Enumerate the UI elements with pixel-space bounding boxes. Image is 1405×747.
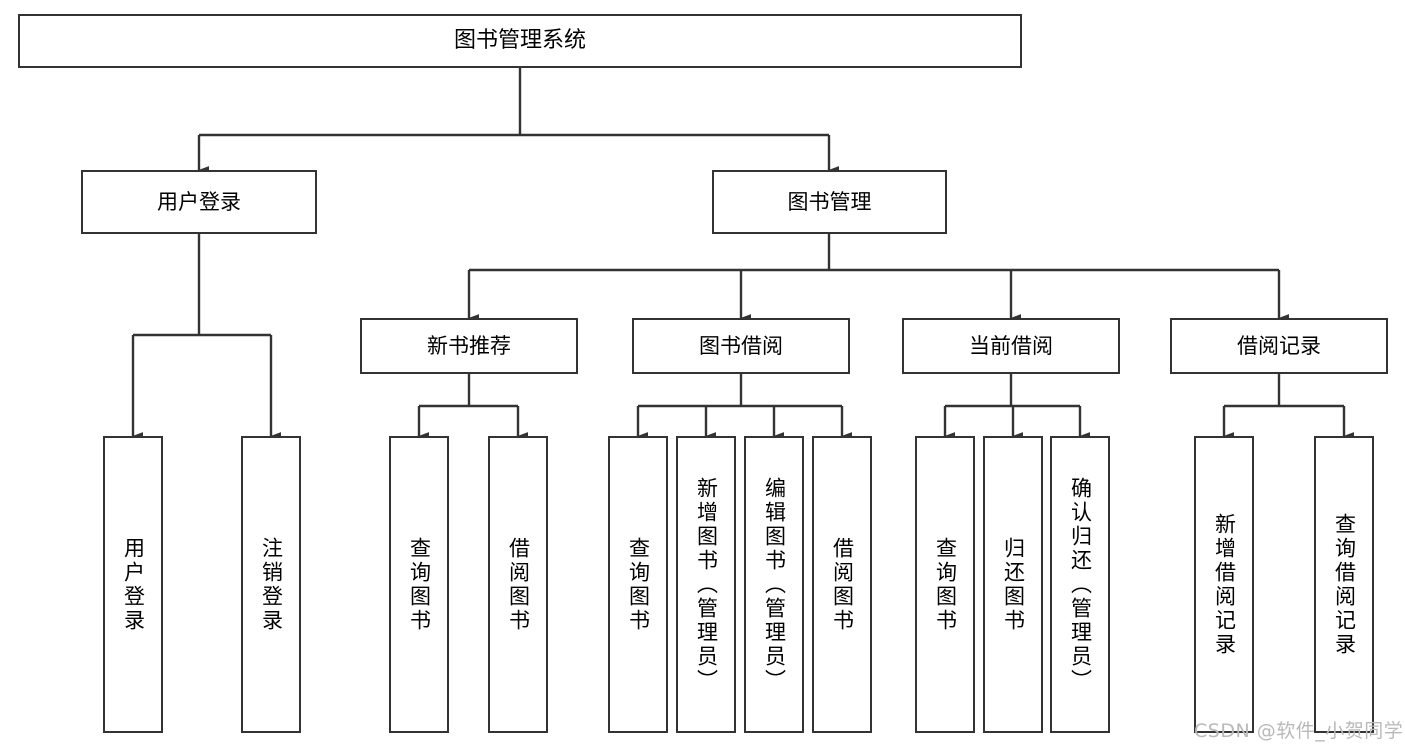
node-label-leaf-return-book: 归还图书 — [1001, 536, 1026, 633]
node-label-book-manage: 图书管理 — [787, 189, 872, 214]
node-book-borrow[interactable]: 图书借阅 — [632, 318, 850, 374]
node-leaf-borrow-book-2[interactable]: 借阅图书 — [812, 436, 872, 733]
node-leaf-user-login[interactable]: 用户登录 — [103, 436, 163, 733]
edge-layer — [131, 68, 1355, 440]
node-borrow-record[interactable]: 借阅记录 — [1170, 318, 1388, 374]
node-leaf-confirm-return[interactable]: 确认归还（管理员） — [1050, 436, 1110, 733]
node-leaf-query-book-1[interactable]: 查询图书 — [389, 436, 449, 733]
node-label-leaf-edit-book: 编辑图书（管理员） — [762, 476, 787, 693]
node-label-leaf-query-book-1: 查询图书 — [407, 536, 432, 633]
node-label-leaf-user-login: 用户登录 — [121, 536, 146, 633]
node-label-leaf-query-book-2: 查询图书 — [626, 536, 651, 633]
node-user-login[interactable]: 用户登录 — [81, 170, 317, 234]
node-label-leaf-borrow-book-1: 借阅图书 — [506, 536, 531, 633]
node-leaf-add-record[interactable]: 新增借阅记录 — [1194, 436, 1254, 733]
node-leaf-logout[interactable]: 注销登录 — [241, 436, 301, 733]
node-leaf-edit-book[interactable]: 编辑图书（管理员） — [744, 436, 804, 733]
node-label-book-borrow: 图书借阅 — [699, 333, 783, 358]
node-label-user-login: 用户登录 — [157, 189, 241, 214]
node-label-leaf-add-record: 新增借阅记录 — [1212, 512, 1237, 657]
node-label-leaf-query-book-3: 查询图书 — [933, 536, 958, 633]
node-label-root: 图书管理系统 — [453, 28, 586, 54]
node-label-new-book-rec: 新书推荐 — [427, 333, 511, 358]
node-leaf-return-book[interactable]: 归还图书 — [983, 436, 1043, 733]
node-leaf-add-book[interactable]: 新增图书（管理员） — [676, 436, 736, 733]
node-new-book-rec[interactable]: 新书推荐 — [360, 318, 578, 374]
node-label-current-borrow: 当前借阅 — [969, 333, 1053, 358]
node-leaf-query-book-2[interactable]: 查询图书 — [608, 436, 668, 733]
node-book-manage[interactable]: 图书管理 — [712, 170, 947, 234]
node-label-leaf-confirm-return: 确认归还（管理员） — [1068, 476, 1093, 693]
node-leaf-query-record[interactable]: 查询借阅记录 — [1314, 436, 1374, 733]
node-root[interactable]: 图书管理系统 — [18, 14, 1022, 68]
node-label-leaf-borrow-book-2: 借阅图书 — [830, 536, 855, 633]
node-label-leaf-logout: 注销登录 — [259, 536, 284, 633]
node-leaf-borrow-book-1[interactable]: 借阅图书 — [488, 436, 548, 733]
node-label-borrow-record: 借阅记录 — [1237, 333, 1321, 358]
node-leaf-query-book-3[interactable]: 查询图书 — [915, 436, 975, 733]
node-current-borrow[interactable]: 当前借阅 — [902, 318, 1120, 374]
node-label-leaf-add-book: 新增图书（管理员） — [694, 476, 719, 693]
node-label-leaf-query-record: 查询借阅记录 — [1332, 512, 1357, 657]
